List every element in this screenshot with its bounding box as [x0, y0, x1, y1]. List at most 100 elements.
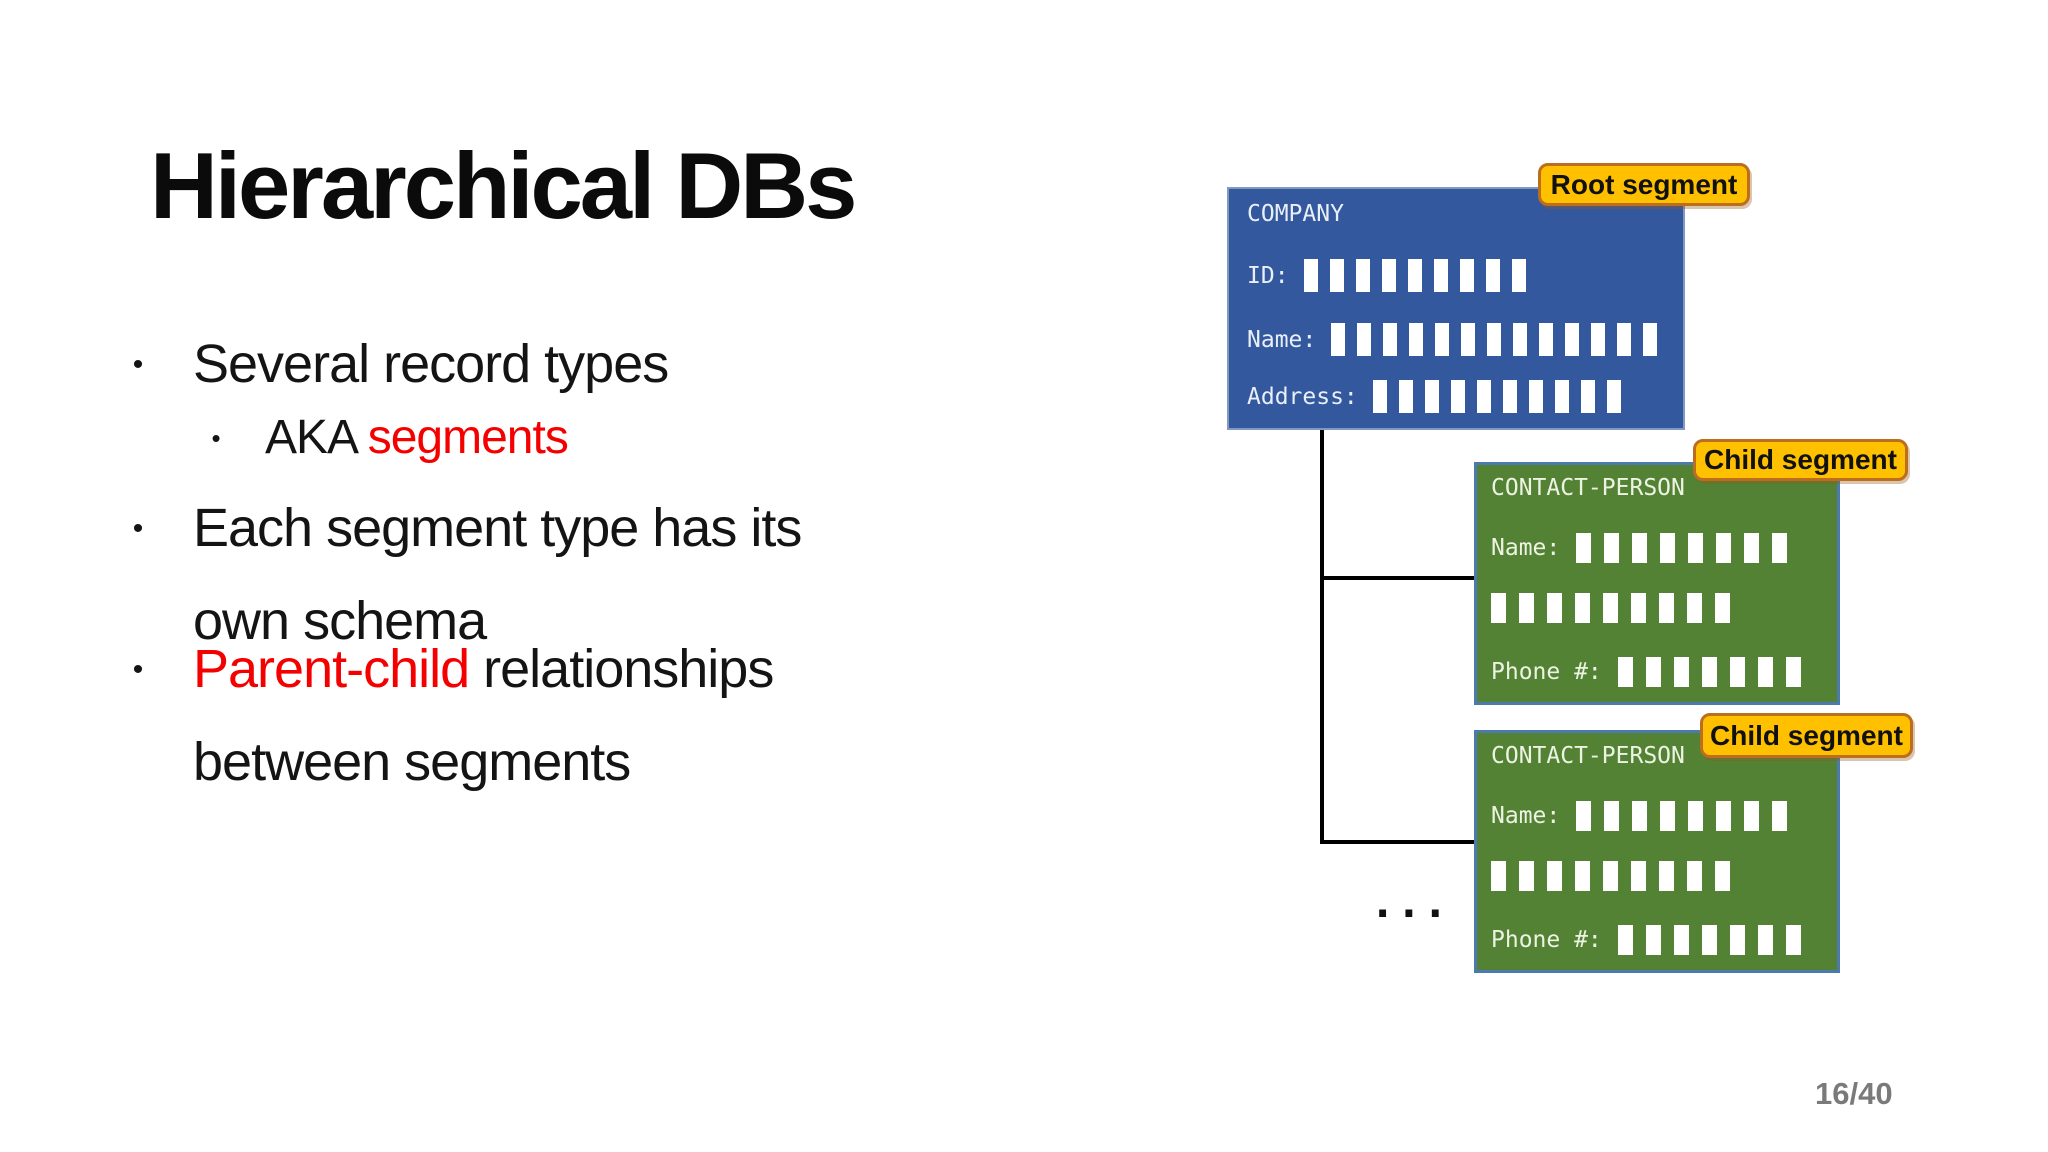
child-segment-callout-1: Child segment [1693, 439, 1908, 481]
field-value-blocks [1491, 861, 1730, 891]
field-label: Address: [1247, 383, 1358, 410]
sub-bullet-prefix: AKA [265, 411, 368, 464]
data-block [1487, 323, 1502, 356]
data-block [1331, 323, 1346, 356]
data-block [1450, 380, 1465, 413]
data-block [1617, 323, 1632, 356]
data-block [1659, 861, 1674, 891]
bullet-dot: • [132, 512, 144, 545]
field-value-blocks [1303, 259, 1526, 292]
sub-bullet-aka-segments: • AKA segments [196, 395, 568, 481]
data-block [1603, 593, 1618, 623]
data-block [1744, 801, 1760, 831]
data-block [1381, 259, 1396, 292]
field-label: Name: [1247, 326, 1317, 353]
field-row-name: Name: [1491, 533, 1788, 563]
data-block [1757, 925, 1773, 955]
field-row-name-continued [1491, 593, 1730, 623]
data-block [1372, 380, 1387, 413]
bullet-line1: Each segment type has its [193, 498, 802, 558]
data-block [1632, 533, 1648, 563]
field-value-blocks [1372, 380, 1621, 413]
data-block [1576, 533, 1592, 563]
bullet-dot: • [132, 348, 144, 381]
data-block [1565, 323, 1580, 356]
child-segment-callout-2: Child segment [1700, 713, 1913, 758]
data-block [1729, 925, 1745, 955]
field-value-blocks [1617, 657, 1801, 687]
data-block [1355, 259, 1370, 292]
field-row-phone: Phone #: [1491, 657, 1801, 687]
data-block [1591, 323, 1606, 356]
segment-title: CONTACT-PERSON [1491, 743, 1685, 769]
field-value-blocks [1576, 801, 1788, 831]
field-value-blocks [1576, 533, 1788, 563]
more-children-ellipsis: ... [1370, 878, 1449, 927]
data-block [1539, 323, 1554, 356]
data-block [1576, 801, 1592, 831]
data-block [1433, 259, 1448, 292]
field-row-name: Name: [1491, 801, 1788, 831]
data-block [1603, 861, 1618, 891]
field-value-blocks [1617, 925, 1801, 955]
data-block [1398, 380, 1413, 413]
page-number: 16/40 [1815, 1076, 1893, 1111]
data-block [1687, 861, 1702, 891]
bullet-red-words: Parent-child [193, 639, 470, 699]
data-block [1409, 323, 1424, 356]
bullet-text: Several record types [193, 334, 669, 394]
data-block [1673, 925, 1689, 955]
field-value-blocks [1331, 323, 1658, 356]
data-block [1729, 657, 1745, 687]
data-block [1407, 259, 1422, 292]
data-block [1617, 925, 1633, 955]
data-block [1485, 259, 1500, 292]
data-block [1476, 380, 1491, 413]
data-block [1631, 861, 1646, 891]
data-block [1631, 593, 1646, 623]
bullet-dot: • [211, 423, 221, 453]
data-block [1459, 259, 1474, 292]
data-block [1785, 925, 1801, 955]
data-block [1673, 657, 1689, 687]
data-block [1383, 323, 1398, 356]
data-block [1519, 593, 1534, 623]
data-block [1502, 380, 1517, 413]
data-block [1701, 657, 1717, 687]
bullet-line1-rest: relationships [469, 639, 774, 699]
bullet-dot: • [132, 653, 144, 686]
bullet-text: AKA segments [265, 395, 569, 481]
data-block [1461, 323, 1476, 356]
data-block [1547, 593, 1562, 623]
field-label: Phone #: [1491, 659, 1602, 685]
data-block [1632, 801, 1648, 831]
data-block [1716, 533, 1732, 563]
data-block [1643, 323, 1658, 356]
field-row-name: Name: [1247, 323, 1658, 356]
data-block [1547, 861, 1562, 891]
data-block [1511, 259, 1526, 292]
data-block [1519, 861, 1534, 891]
field-label: Phone #: [1491, 927, 1602, 953]
data-block [1688, 801, 1704, 831]
field-row-name-continued [1491, 861, 1730, 891]
data-block [1687, 593, 1702, 623]
bullet-each-segment-schema: • Each segment type has its own schema [118, 482, 803, 668]
segment-title: CONTACT-PERSON [1491, 475, 1685, 501]
contact-person-segment-box-2: CONTACT-PERSON Name: Phone #: [1474, 730, 1840, 973]
data-block [1528, 380, 1543, 413]
data-block [1575, 861, 1590, 891]
data-block [1716, 801, 1732, 831]
field-label: ID: [1247, 262, 1289, 289]
bullet-line2: own schema [193, 591, 487, 651]
data-block [1744, 533, 1760, 563]
data-block [1303, 259, 1318, 292]
data-block [1329, 259, 1344, 292]
field-row-id: ID: [1247, 259, 1526, 292]
root-segment-callout: Root segment [1538, 163, 1750, 206]
data-block [1424, 380, 1439, 413]
data-block [1645, 925, 1661, 955]
sub-bullet-red-word: segments [367, 411, 569, 464]
